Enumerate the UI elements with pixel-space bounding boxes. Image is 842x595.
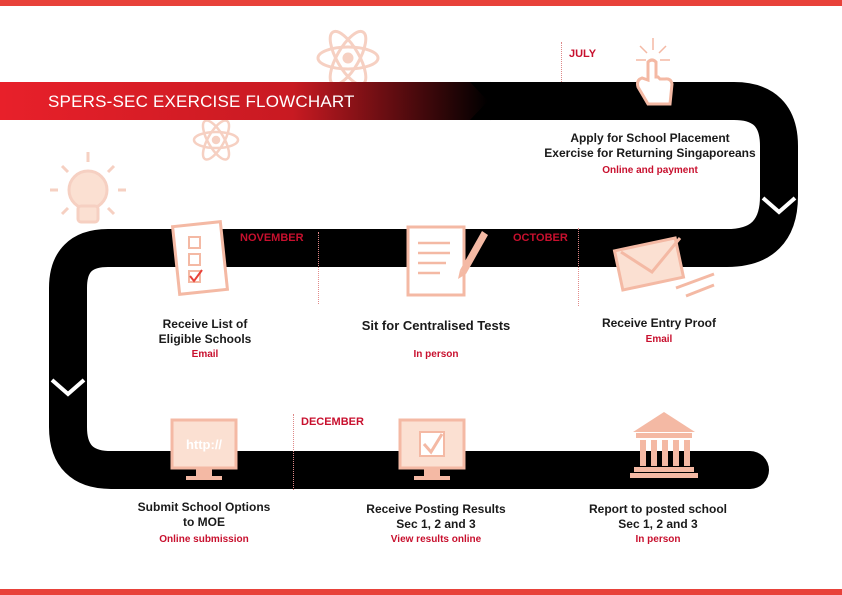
lightbulb-icon — [50, 152, 126, 224]
school-building-icon — [630, 412, 698, 478]
atom-icon-small — [192, 119, 240, 161]
step-report-to-school-method: In person — [635, 534, 681, 545]
checklist-icon — [170, 220, 230, 296]
step-submit-school-options: Submit School Options to MOE — [124, 500, 284, 530]
road-path — [49, 82, 798, 489]
step-centralised-tests: Sit for Centralised Tests — [350, 318, 522, 333]
step-label: Receive List of — [162, 317, 248, 331]
step-receive-eligible-schools: Receive List of Eligible Schools — [140, 317, 270, 347]
month-november: NOVEMBER — [240, 232, 304, 244]
chevron-right-icon — [485, 81, 511, 121]
monitor-check-icon — [398, 418, 466, 480]
step-label: Receive Entry Proof — [601, 316, 717, 330]
step-label: Exercise for Returning Singaporeans — [544, 146, 756, 160]
pointer-hand-icon — [636, 38, 674, 106]
step-label: Submit School Options — [137, 500, 271, 514]
step-label: Sec 1, 2 and 3 — [396, 517, 476, 531]
paper-pencil-icon — [406, 225, 488, 297]
monitor-http-text: http:// — [185, 437, 223, 452]
step-receive-entry-proof: Receive Entry Proof — [588, 316, 730, 331]
step-label: Receive Posting Results — [366, 502, 506, 516]
step-label: Report to posted school — [589, 502, 727, 516]
step-label: Apply for School Placement — [570, 131, 730, 145]
step-receive-posting-results-method: View results online — [390, 534, 482, 545]
top-border — [0, 0, 842, 6]
month-divider — [293, 414, 294, 490]
monitor-http-icon — [170, 418, 238, 480]
step-receive-eligible-schools-method: Email — [191, 349, 219, 360]
step-label: to MOE — [183, 515, 225, 529]
title-ribbon — [0, 82, 488, 120]
step-apply-placement: Apply for School Placement Exercise for … — [534, 131, 766, 161]
step-submit-school-options-method: Online submission — [159, 534, 249, 545]
month-divider — [561, 42, 562, 82]
step-apply-placement-method: Online and payment — [602, 165, 698, 176]
month-july: JULY — [569, 48, 597, 60]
envelope-icon — [612, 236, 715, 298]
step-centralised-tests-method: In person — [413, 349, 459, 360]
month-october: OCTOBER — [513, 232, 568, 244]
bottom-border — [0, 589, 842, 595]
step-label: Sit for Centralised Tests — [361, 318, 511, 333]
month-december: DECEMBER — [301, 416, 364, 428]
step-label: Sec 1, 2 and 3 — [618, 517, 698, 531]
month-divider — [318, 232, 319, 304]
step-report-to-school: Report to posted school Sec 1, 2 and 3 — [576, 502, 740, 532]
step-label: Eligible Schools — [158, 332, 252, 346]
chevron-down-icon — [50, 378, 86, 397]
atom-icon — [316, 29, 380, 87]
page-title: SPERS-SEC EXERCISE FLOWCHART — [48, 92, 355, 111]
month-divider — [578, 228, 579, 306]
chevron-down-icon — [761, 196, 797, 215]
step-receive-entry-proof-method: Email — [645, 334, 673, 345]
step-receive-posting-results: Receive Posting Results Sec 1, 2 and 3 — [356, 502, 516, 532]
